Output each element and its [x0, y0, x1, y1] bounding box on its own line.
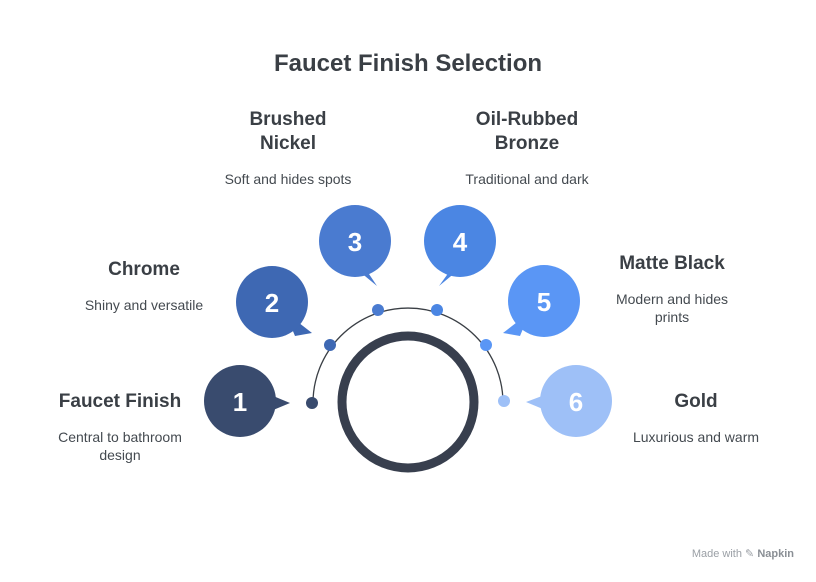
item-4-description: Traditional and dark — [465, 171, 589, 187]
item-6-heading: Gold — [674, 391, 718, 412]
footer-brand: Napkin — [757, 548, 794, 560]
item-4-label: Oil-Rubbed Bronze Traditional and dark — [432, 108, 622, 188]
bubble-5-number: 5 — [537, 287, 551, 317]
bubble-3-number: 3 — [348, 227, 362, 257]
arc-dot-4 — [431, 304, 443, 316]
bubble-4: 4 — [424, 205, 496, 286]
bubble-1: 1 — [204, 365, 290, 437]
item-5-heading: Matte Black — [619, 253, 725, 274]
item-4-heading: Oil-Rubbed Bronze — [475, 109, 579, 154]
item-3-description: Soft and hides spots — [224, 171, 352, 187]
arc-dot-1 — [306, 397, 318, 409]
bubble-1-number: 1 — [233, 387, 247, 417]
bubble-6: 6 — [526, 365, 612, 437]
arc-dot-5 — [480, 339, 492, 351]
item-1-label: Faucet Finish Central to bathroom design — [35, 390, 205, 464]
item-5-label: Matte Black Modern and hides prints — [577, 252, 767, 326]
bubble-2-number: 2 — [265, 288, 279, 318]
bubble-2: 2 — [236, 266, 312, 338]
bubble-5: 5 — [503, 265, 580, 337]
arc-dot-6 — [498, 395, 510, 407]
footer-made-with: Made with — [691, 548, 742, 560]
item-2-heading: Chrome — [108, 259, 180, 280]
item-3-heading: Brushed Nickel — [249, 109, 327, 154]
item-1-description: Central to bathroom design — [58, 429, 182, 463]
bubble-3: 3 — [319, 205, 391, 286]
item-2-description: Shiny and versatile — [84, 297, 204, 313]
item-1-heading: Faucet Finish — [58, 391, 182, 412]
bubble-6-number: 6 — [569, 387, 583, 417]
connector-arc — [312, 307, 504, 404]
item-6-description: Luxurious and warm — [632, 429, 760, 445]
footer-credit: Made with ✎ Napkin — [692, 547, 794, 560]
bubble-4-number: 4 — [453, 227, 468, 257]
item-5-description: Modern and hides prints — [615, 291, 729, 325]
arc-dot-3 — [372, 304, 384, 316]
napkin-logo-icon: ✎ — [745, 548, 755, 560]
page-title: Faucet Finish Selection — [273, 50, 543, 77]
item-6-label: Gold Luxurious and warm — [601, 390, 791, 446]
item-3-label: Brushed Nickel Soft and hides spots — [193, 108, 383, 188]
arc-dot-2 — [324, 339, 336, 351]
item-2-label: Chrome Shiny and versatile — [44, 258, 244, 314]
center-ring — [337, 331, 479, 473]
